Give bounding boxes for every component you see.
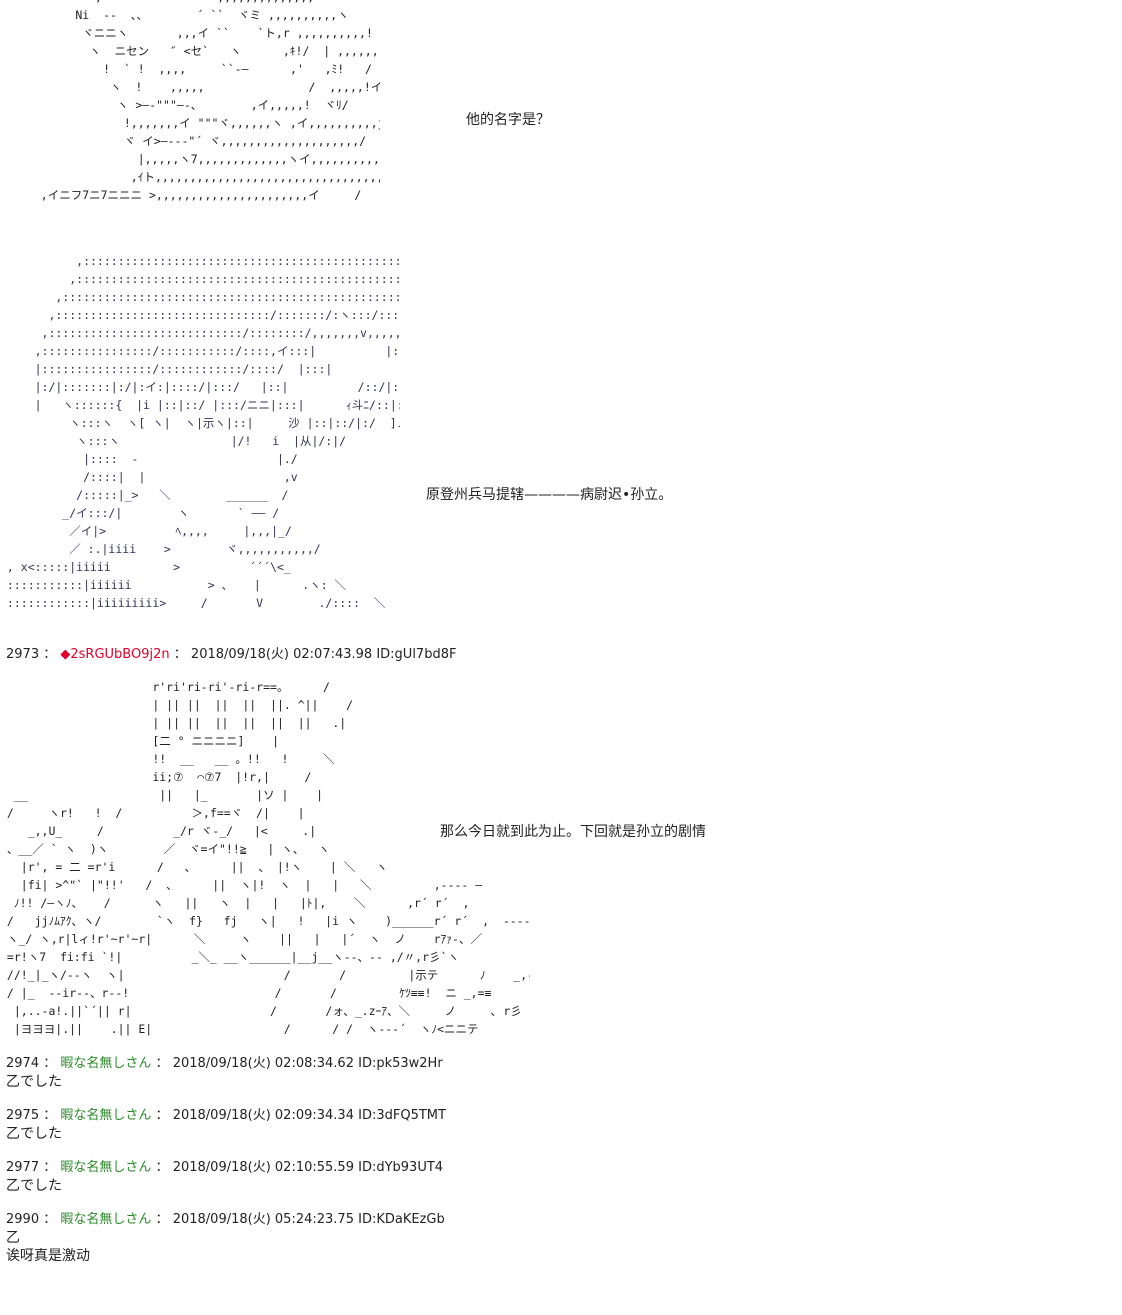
- poster-name: 暇な名無しさん: [60, 1160, 152, 1175]
- post-date: 2018/09/18(火) 02:07:43.98: [190, 647, 373, 662]
- post-header: 2990 ： 暇な名無しさん ： 2018/09/18(火) 05:24:23.…: [6, 1211, 445, 1229]
- poster-name: 暇な名無しさん: [60, 1212, 152, 1227]
- poster-tripcode: 2sRGUbBO9j2n: [70, 647, 170, 662]
- post-date: 2018/09/18(火) 02:10:55.59: [172, 1160, 354, 1175]
- post-id[interactable]: ID:pk53w2Hr: [358, 1056, 443, 1071]
- post-2977: 2977 ： 暇な名無しさん ： 2018/09/18(火) 02:10:55.…: [6, 1159, 443, 1195]
- post-number[interactable]: 2975: [6, 1108, 40, 1123]
- caption-name-question: 他的名字是？: [466, 112, 550, 128]
- post-number[interactable]: 2977: [6, 1160, 40, 1175]
- post-separator: ：: [43, 1108, 57, 1123]
- post-number[interactable]: 2973: [6, 647, 40, 662]
- post-body: 乙でした: [6, 1126, 62, 1142]
- post-2974: 2974 ： 暇な名無しさん ： 2018/09/18(火) 02:08:34.…: [6, 1055, 443, 1091]
- post-separator: ：: [155, 1160, 169, 1175]
- post-body: 乙でした: [6, 1178, 62, 1194]
- ascii-art-figure-3: r'ri'ri-ri'-ri-r==。 / | || || || || ||. …: [6, 680, 530, 1036]
- post-separator: ：: [43, 1212, 57, 1227]
- post-id[interactable]: ID:gUl7bd8F: [376, 647, 457, 662]
- post-2975: 2975 ： 暇な名無しさん ： 2018/09/18(火) 02:09:34.…: [6, 1107, 446, 1143]
- post-date: 2018/09/18(火) 02:08:34.62: [172, 1056, 354, 1071]
- poster-name: 暇な名無しさん: [60, 1108, 152, 1123]
- post-separator: ：: [173, 647, 187, 662]
- post-separator: ：: [43, 647, 57, 662]
- post-header: 2975 ： 暇な名無しさん ： 2018/09/18(火) 02:09:34.…: [6, 1107, 446, 1125]
- post-number[interactable]: 2974: [6, 1056, 40, 1071]
- post-header-2973: 2973 ： ◆2sRGUbBO9j2n ： 2018/09/18(火) 02:…: [6, 646, 456, 664]
- ascii-art-figure-2: ,:::::::::::::::::::::::::::::::::::::::…: [6, 254, 400, 610]
- ascii-art-figure-1: ｰ , `` ヽ,,,,,,,,,,,,,, Ni -- 、、 ´ `` ヾミ …: [40, 0, 380, 202]
- trip-diamond-icon: ◆: [60, 647, 71, 662]
- post-id[interactable]: ID:dYb93UT4: [358, 1160, 444, 1175]
- post-header: 2977 ： 暇な名無しさん ： 2018/09/18(火) 02:10:55.…: [6, 1159, 443, 1177]
- post-date: 2018/09/18(火) 02:09:34.34: [172, 1108, 354, 1123]
- post-header: 2974 ： 暇な名無しさん ： 2018/09/18(火) 02:08:34.…: [6, 1055, 443, 1073]
- caption-closing: 那么今日就到此为止。下回就是孙立的剧情: [440, 824, 706, 840]
- post-separator: ：: [155, 1056, 169, 1071]
- post-body: 乙でした: [6, 1074, 62, 1090]
- caption-character-intro: 原登州兵马提辖————病尉迟•孙立。: [426, 487, 673, 503]
- post-separator: ：: [155, 1212, 169, 1227]
- post-date: 2018/09/18(火) 05:24:23.75: [172, 1212, 354, 1227]
- post-id[interactable]: ID:KDaKEzGb: [358, 1212, 445, 1227]
- poster-name: 暇な名無しさん: [60, 1056, 152, 1071]
- post-2990: 2990 ： 暇な名無しさん ： 2018/09/18(火) 05:24:23.…: [6, 1211, 445, 1265]
- post-separator: ：: [43, 1160, 57, 1175]
- post-number[interactable]: 2990: [6, 1212, 40, 1227]
- post-id[interactable]: ID:3dFQ5TMT: [358, 1108, 446, 1123]
- post-body: 乙 诶呀真是激动: [6, 1230, 90, 1264]
- post-separator: ：: [43, 1056, 57, 1071]
- post-separator: ：: [155, 1108, 169, 1123]
